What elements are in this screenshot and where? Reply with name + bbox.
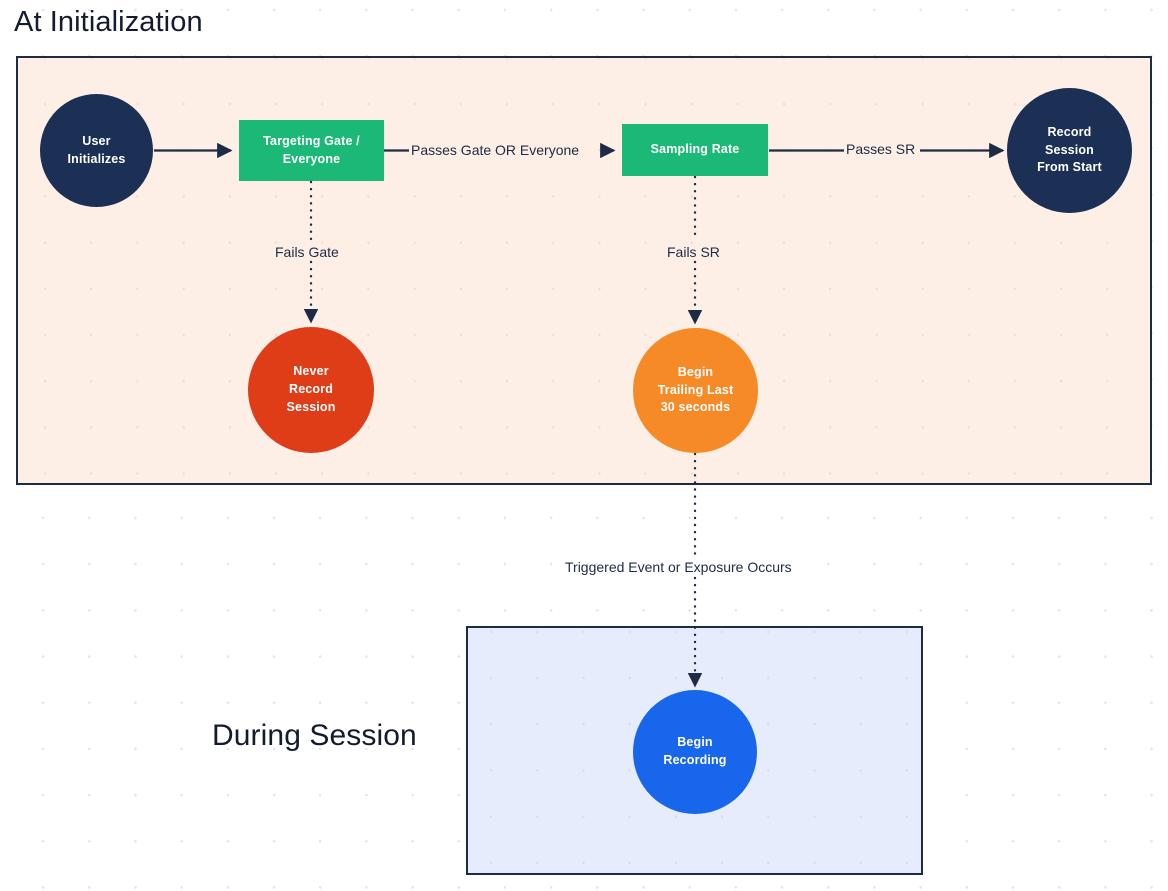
- edge-label-passes-gate-or-everyone: Passes Gate OR Everyone: [411, 142, 580, 158]
- node-user-initializes[interactable]: User Initializes: [40, 94, 153, 207]
- region-at-initialization: [16, 56, 1152, 485]
- edge-label-triggered-event-or-exposure-occurs: Triggered Event or Exposure Occurs: [565, 559, 792, 575]
- section-title-during-session: During Session: [212, 719, 417, 752]
- edge-label-fails-sr: Fails SR: [667, 244, 720, 260]
- edge-label-fails-gate: Fails Gate: [275, 244, 339, 260]
- node-never-record-session[interactable]: Never Record Session: [248, 327, 374, 453]
- node-begin-trailing-last-30-seconds[interactable]: Begin Trailing Last 30 seconds: [633, 328, 758, 453]
- edge-label-passes-sr: Passes SR: [846, 141, 916, 157]
- node-sampling-rate[interactable]: Sampling Rate: [622, 124, 768, 176]
- node-targeting-gate[interactable]: Targeting Gate / Everyone: [239, 120, 384, 181]
- node-record-session-from-start[interactable]: Record Session From Start: [1007, 88, 1132, 213]
- page-title-at-initialization: At Initialization: [14, 6, 203, 38]
- node-begin-recording[interactable]: Begin Recording: [633, 690, 757, 814]
